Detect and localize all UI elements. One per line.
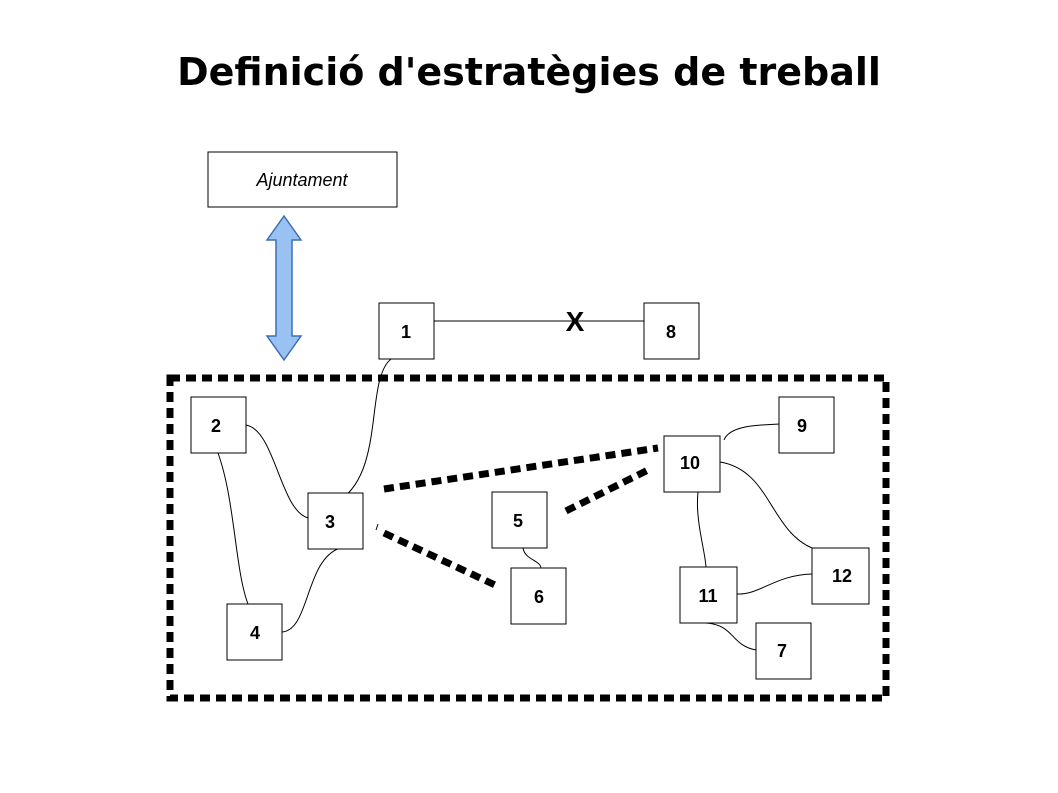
ajuntament-node[interactable]: Ajuntament [207,151,398,208]
edge-10-11 [696,491,707,568]
conflict-x-mark: X [566,306,585,337]
node-5-label: 5 [513,511,523,531]
dotted-link-5-10 [564,466,650,515]
node-6[interactable]: 6 [510,567,567,625]
node-11[interactable]: 11 [679,566,738,624]
node-10-label: 10 [680,453,700,473]
dotted-link-3-10 [383,444,659,493]
node-2[interactable]: 2 [190,396,247,454]
edge-11-7 [705,622,757,651]
node-9[interactable]: 9 [778,396,835,454]
node-3[interactable]: 3 [307,492,364,550]
edge-10-9 [723,423,781,441]
node-8[interactable]: 8 [643,302,700,360]
node-11-label: 11 [698,586,717,606]
ajuntament-label: Ajuntament [255,170,348,190]
node-4-label: 4 [250,623,260,643]
node-7-label: 7 [777,641,787,661]
node-9-label: 9 [797,416,807,436]
node-5[interactable]: 5 [491,491,548,549]
node-1[interactable]: 1 [378,302,435,360]
edge-11-12 [736,573,813,595]
dotted-link-3-6 [382,529,497,589]
diagram-title: Definició d'estratègies de treball [177,50,881,94]
node-2-label: 2 [211,416,221,436]
edge-stub [375,523,379,531]
node-8-label: 8 [666,322,676,342]
node-12[interactable]: 12 [811,547,870,605]
edge-3-4 [281,547,341,633]
edge-1-3 [339,358,392,501]
node-7[interactable]: 7 [755,622,812,680]
node-4[interactable]: 4 [226,603,283,661]
node-6-label: 6 [534,587,544,607]
double-arrow-icon [265,214,303,362]
node-12-label: 12 [832,566,852,586]
edge-10-12 [719,461,813,549]
node-10[interactable]: 10 [663,435,721,493]
edge-2-4 [217,452,249,605]
group-region-border [166,374,890,702]
node-3-label: 3 [325,512,335,532]
edge-2-3 [245,424,309,519]
edge-5-6 [522,547,542,569]
node-1-label: 1 [401,322,411,342]
